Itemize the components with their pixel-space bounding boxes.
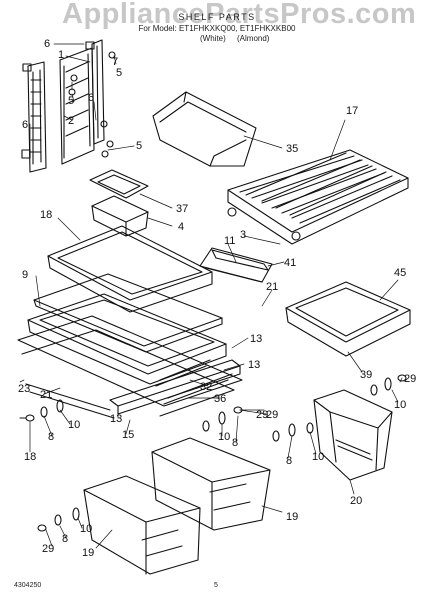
glass-shelf-top — [47, 225, 213, 313]
callout-10: 10 — [80, 523, 92, 535]
front-rail — [17, 315, 243, 419]
crisper-drawer-center — [151, 437, 271, 531]
callout-23: 23 — [18, 383, 30, 395]
callout-35: 35 — [286, 143, 298, 155]
shelf-trim — [211, 249, 269, 271]
rail-cap — [85, 41, 95, 50]
callout-10: 10 — [68, 419, 80, 431]
callout-45: 45 — [394, 267, 406, 279]
color-almond: (Almond) — [237, 34, 270, 43]
egg-tray-lid — [89, 169, 149, 199]
callout-10: 10 — [394, 399, 406, 411]
hardware-right-lower — [272, 422, 314, 442]
callout-8: 8 — [232, 437, 238, 449]
callout-8: 8 — [62, 533, 68, 545]
callout-37: 37 — [176, 203, 188, 215]
callout-5: 5 — [116, 67, 122, 79]
wire-shelf — [227, 149, 409, 245]
screw — [101, 150, 109, 158]
drawer-slide — [155, 359, 211, 387]
callout-6: 6 — [44, 38, 50, 50]
callout-13: 13 — [248, 359, 260, 371]
callout-6: 6 — [22, 119, 28, 131]
hardware-bottom — [37, 507, 80, 532]
callout-4: 4 — [178, 221, 184, 233]
deli-bin — [152, 91, 257, 167]
callout-18: 18 — [40, 209, 52, 221]
footer-code: 4304250 — [14, 582, 42, 589]
hardware-mid — [202, 406, 243, 432]
rail-cap — [21, 149, 31, 159]
screw — [100, 120, 108, 128]
callout-8: 8 — [286, 455, 292, 467]
callout-18: 18 — [24, 451, 36, 463]
callout-13: 13 — [250, 333, 262, 345]
crisper-drawer-left — [83, 475, 201, 575]
callout-29: 29 — [42, 543, 54, 555]
crisper-drawer-right — [313, 389, 393, 481]
cover-trim — [199, 247, 273, 283]
callout-10: 10 — [312, 451, 324, 463]
diagram-title: SHELF PARTS — [178, 12, 256, 22]
footer-page: 5 — [214, 582, 218, 589]
callout-3: 3 — [240, 229, 246, 241]
crisper-cover — [285, 281, 411, 357]
hardware-left — [19, 399, 64, 422]
callout-7: 7 — [112, 56, 118, 68]
small-bin — [91, 195, 149, 237]
screw — [108, 51, 116, 59]
callout-19: 19 — [286, 511, 298, 523]
callout-9: 9 — [22, 269, 28, 281]
callout-5: 5 — [136, 140, 142, 152]
callout-10: 10 — [218, 431, 230, 443]
callout-29: 29 — [404, 373, 416, 385]
callout-17: 17 — [346, 105, 358, 117]
shelf-bracket — [227, 207, 237, 217]
callout-39: 39 — [360, 369, 372, 381]
shelf-frame — [27, 293, 227, 385]
callout-5: 5 — [68, 95, 74, 107]
watermark: AppliancePartsPros.com — [62, 0, 417, 30]
callout-13: 13 — [110, 413, 122, 425]
right-shelf-rail — [91, 39, 105, 145]
callout-21: 21 — [266, 281, 278, 293]
callout-21: 21 — [40, 389, 52, 401]
callout-11: 11 — [224, 235, 235, 247]
callout-19: 19 — [82, 547, 94, 559]
screw — [70, 74, 78, 82]
hardware-right-upper — [370, 374, 407, 396]
callout-32: 32 — [200, 381, 212, 393]
callout-2: 2 — [68, 115, 74, 127]
callout-29: 29 — [266, 409, 278, 421]
model-line: For Model: ET1FHKXKQ00, ET1FHKXKB00 — [138, 24, 296, 33]
color-white: (White) — [200, 34, 226, 43]
callout-8: 8 — [48, 431, 54, 443]
drawer-slide — [163, 373, 233, 405]
callout-41: 41 — [284, 257, 296, 269]
callout-36: 36 — [214, 393, 226, 405]
callout-6: 6 — [88, 92, 94, 104]
left-shelf-rail — [27, 61, 47, 173]
leader-lines — [19, 43, 403, 549]
callout-1: 1 — [58, 49, 64, 61]
shelf-bracket — [291, 231, 301, 241]
callout-29: 29 — [256, 409, 268, 421]
center-shelf-rail — [59, 47, 95, 165]
rail-cap — [22, 63, 32, 72]
callout-15: 15 — [122, 429, 134, 441]
callout-20: 20 — [350, 495, 362, 507]
screw — [106, 140, 114, 148]
